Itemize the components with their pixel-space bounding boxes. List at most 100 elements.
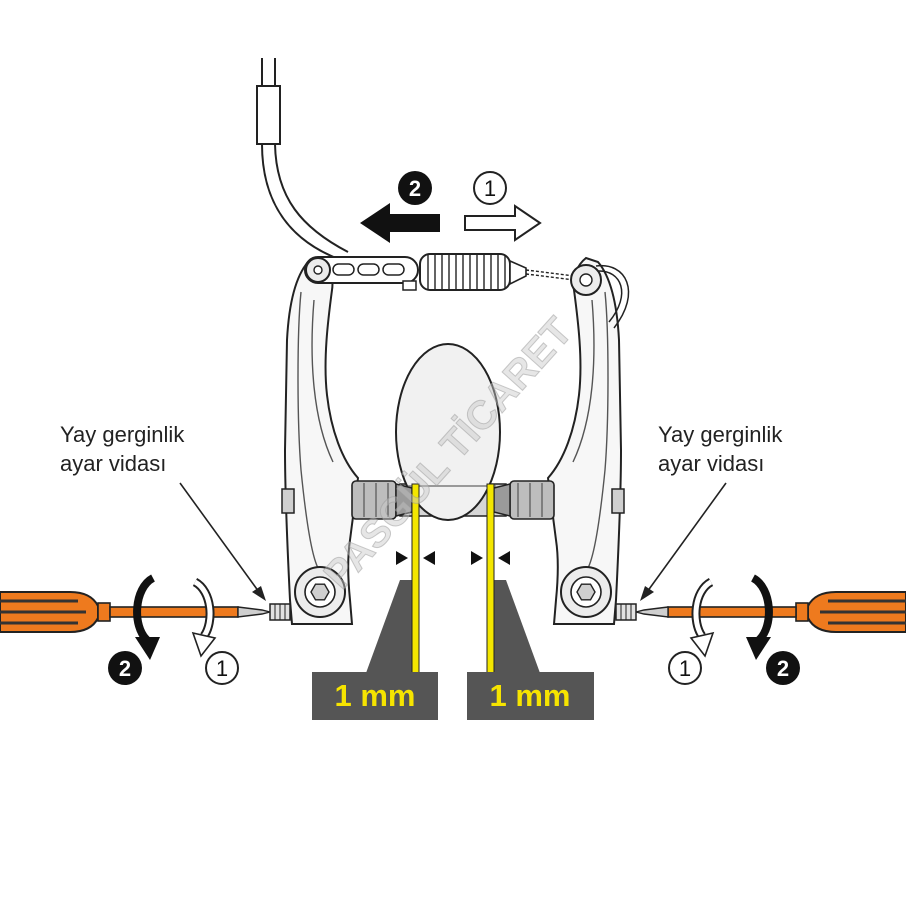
cable-assembly (256, 58, 630, 329)
right-arm-body (546, 256, 623, 625)
left-arm-rib (297, 291, 319, 569)
right-screwdriver-shaft (667, 606, 797, 618)
right-rotation-arrow-2 (750, 574, 773, 643)
noodle-tab (402, 280, 417, 291)
step-2-badge-top (398, 171, 432, 205)
step-2-badge-left (108, 651, 142, 685)
right-arm-rib (587, 291, 609, 569)
cable-end-loop (595, 264, 630, 329)
spring-tension-labels: Yay gerginlik ayar vidası Yay gerginlik … (60, 422, 783, 476)
step-1-badge-top (473, 171, 507, 205)
right-leader (640, 482, 727, 601)
noodle-slot (332, 263, 355, 276)
right-pivot (560, 566, 612, 618)
cable-housing-curve (274, 143, 349, 253)
left-brake-pad (351, 480, 413, 520)
left-arm-rib-inner (311, 299, 334, 463)
right-brake-arm (546, 256, 625, 625)
right-label-line1: Yay gerginlik (658, 422, 783, 447)
right-label-line2: ayar vidası (658, 451, 764, 476)
right-rotation-arrow-1 (693, 579, 713, 638)
cable-direction-arrows: 2 1 (360, 171, 542, 243)
step-2-number-right: 2 (777, 656, 789, 681)
left-leader-arrowhead (252, 586, 266, 601)
brake-cable (525, 269, 575, 277)
step-2-badge-right (766, 651, 800, 685)
left-clearance-guide (366, 483, 435, 674)
left-tension-screw (269, 603, 291, 621)
cable-boot-taper (509, 259, 527, 286)
step-1-number-right: 1 (679, 656, 691, 681)
step-1-number-left: 1 (216, 656, 228, 681)
noodle-slot (357, 263, 380, 276)
right-screwdriver (635, 591, 906, 633)
left-label-line2: ayar vidası (60, 451, 166, 476)
cable-end-loop (597, 270, 623, 323)
right-measure-text: 1 mm (490, 678, 571, 713)
right-leader-line (646, 482, 727, 593)
left-rotation-arrowhead-1 (191, 631, 217, 658)
cable-housing-curve (261, 143, 337, 259)
tighten-arrow-left (360, 203, 440, 243)
right-brake-pad (493, 480, 555, 520)
left-measure-box (312, 672, 438, 720)
tire (395, 343, 501, 521)
left-screwdriver-shaft (109, 606, 239, 618)
noodle-slot (382, 263, 405, 276)
right-gap-marker-left-arrow (471, 551, 483, 565)
left-pointer-wedge (366, 580, 412, 673)
left-rotation-arrows (133, 574, 217, 660)
left-leader (179, 482, 266, 601)
rotation-step-badges: 2 1 1 2 (108, 651, 800, 685)
right-measure-box (467, 672, 594, 720)
step-1-number-top: 1 (484, 176, 496, 201)
left-gap-marker-right-arrow (396, 551, 408, 565)
step-2-number-top: 2 (409, 176, 421, 201)
right-rotation-arrowhead-2 (746, 637, 771, 660)
right-pointer-wedge (494, 580, 540, 673)
right-clearance-guide (471, 483, 540, 674)
right-guide-line (486, 483, 495, 674)
left-screwdriver-collar (97, 602, 111, 622)
left-rotation-arrowhead-2 (135, 637, 160, 660)
right-arm-cable-anchor-center (579, 273, 593, 287)
right-leader-arrowhead (640, 586, 654, 601)
left-pivot (294, 566, 346, 618)
noodle-pivot-center (313, 265, 323, 275)
right-pad-bolt (611, 488, 625, 514)
right-screwdriver-collar (795, 602, 809, 622)
right-tension-screw (615, 603, 637, 621)
left-label-line1: Yay gerginlik (60, 422, 185, 447)
right-mechanism (471, 256, 906, 674)
right-pivot-hex-socket (576, 583, 596, 601)
left-gap-marker-left-arrow (423, 551, 435, 565)
left-mechanism (0, 256, 435, 674)
right-rotation-arrowhead-1 (689, 631, 715, 658)
right-arm-rib-inner (572, 299, 595, 463)
right-pad-rubber (493, 483, 511, 517)
left-pad-bolt (281, 488, 295, 514)
right-pad-holder (509, 480, 555, 520)
left-screwdriver (0, 591, 271, 633)
loosen-arrow-right (464, 204, 542, 242)
left-rotation-arrow-1 (193, 579, 213, 638)
cable-boot (419, 253, 511, 291)
left-pivot-hex-socket (310, 583, 330, 601)
cable-boot-ribs (427, 255, 506, 289)
right-gap-marker-right-arrow (498, 551, 510, 565)
left-brake-arm (281, 256, 360, 625)
measurement-labels: 1 mm 1 mm (312, 672, 594, 720)
brake-cable (525, 273, 575, 281)
step-1-badge-right (668, 651, 702, 685)
left-screwdriver-tip (237, 606, 271, 618)
left-leader-line (179, 482, 260, 593)
left-measure-text: 1 mm (335, 678, 416, 713)
left-arm-body (283, 256, 360, 625)
step-2-number-left: 2 (119, 656, 131, 681)
cable-ferrule (256, 85, 281, 145)
left-rotation-arrow-2 (133, 574, 156, 643)
right-rotation-arrows (689, 574, 773, 660)
step-1-badge-left (205, 651, 239, 685)
right-screwdriver-tip (635, 606, 669, 618)
